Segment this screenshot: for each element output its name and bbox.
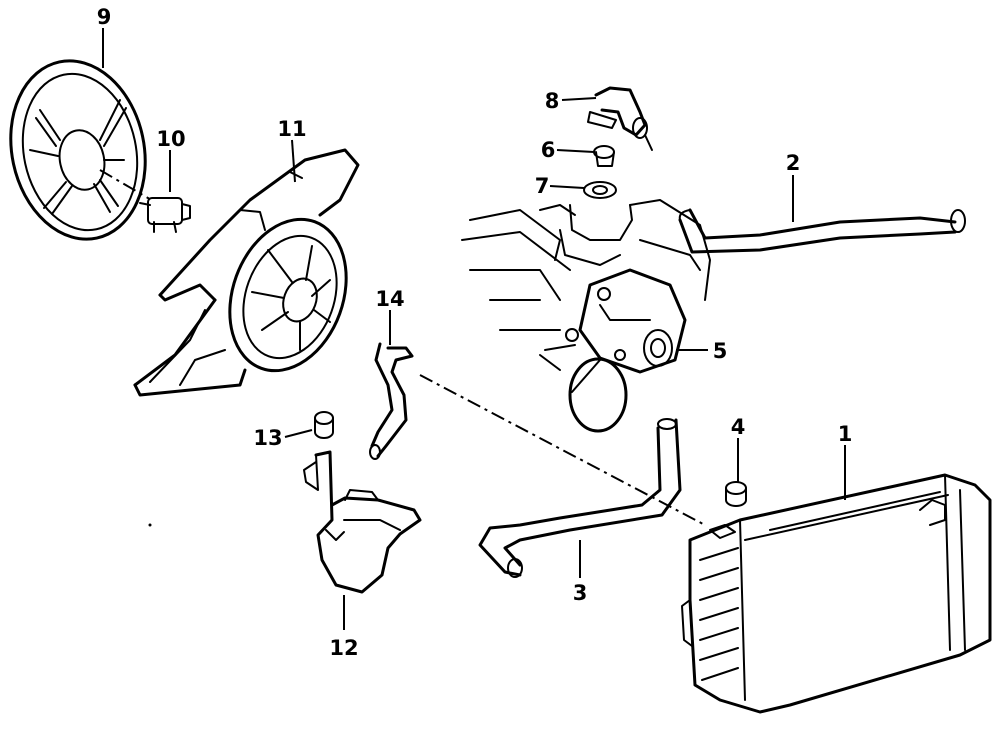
callout-8: 8 [545, 89, 560, 113]
water-pump [565, 268, 687, 433]
callout-14: 14 [375, 287, 404, 311]
callout-1: 1 [838, 422, 853, 446]
stray-mark [148, 523, 152, 527]
overflow-hose [369, 342, 414, 460]
gasket [583, 181, 617, 199]
fan-motor [139, 197, 191, 233]
callout-11: 11 [277, 117, 306, 141]
coolant-reservoir [303, 450, 422, 594]
thermostat [593, 145, 615, 167]
callout-13: 13 [253, 426, 282, 450]
fan-blade [9, 59, 147, 241]
lower-radiator-hose [478, 418, 682, 578]
thermostat-housing [587, 86, 653, 151]
callout-2: 2 [786, 151, 801, 175]
callout-6: 6 [541, 138, 556, 162]
callout-12: 12 [329, 636, 358, 660]
reservoir-cap [314, 411, 334, 439]
callout-numbers: 9 10 11 14 13 12 8 6 7 2 5 4 1 3 [97, 5, 853, 660]
leader-lines [102, 28, 846, 630]
leader-8 [561, 97, 597, 101]
callout-5: 5 [713, 339, 728, 363]
radiator-cap [725, 481, 747, 507]
engine-block [461, 199, 711, 371]
fan-shroud [133, 148, 360, 397]
callout-9: 9 [97, 5, 112, 29]
leader-7 [549, 185, 585, 189]
radiator [681, 473, 992, 714]
overflow-routing-line [419, 374, 706, 526]
leader-13 [284, 429, 313, 438]
callout-10: 10 [156, 127, 185, 151]
callout-7: 7 [535, 174, 550, 198]
callout-4: 4 [731, 415, 746, 439]
callout-3: 3 [573, 581, 588, 605]
leader-6 [556, 149, 595, 153]
upper-radiator-hose [678, 208, 966, 254]
leader-11 [291, 139, 296, 183]
